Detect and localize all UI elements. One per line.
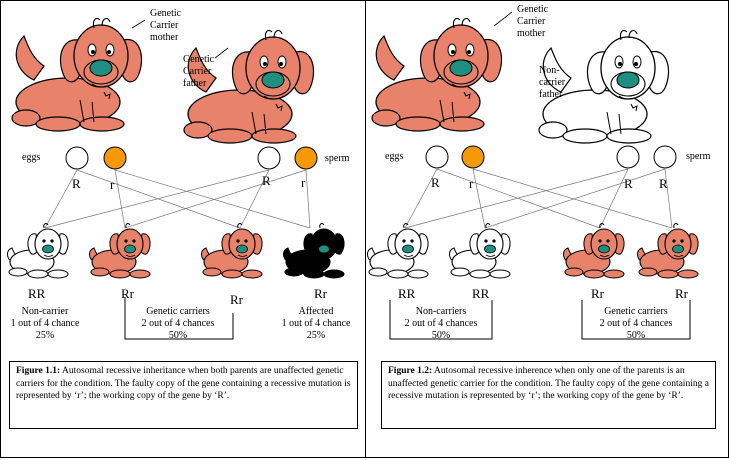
- egg-allele-1: R: [72, 176, 81, 191]
- egg-recessive-right: [461, 145, 485, 169]
- sperm-allele-1: R: [262, 173, 271, 188]
- eggs-label-right: eggs: [385, 151, 404, 162]
- caption-text: Autosomal recessive inheritance when bot…: [16, 366, 351, 401]
- cross-lines-left: [44, 169, 311, 229]
- mother-pointer-right: [493, 11, 513, 27]
- pup-carrier-right-2: [636, 223, 699, 279]
- sperm-dominant: [257, 146, 281, 170]
- genotype-2: Rr: [121, 286, 134, 301]
- genotype-1: RR: [28, 286, 46, 301]
- pup-carrier-1: [88, 223, 151, 279]
- egg-allele-2: r: [110, 177, 115, 192]
- carrier-bracket-right: [581, 300, 691, 340]
- egg-allele-right-2: r: [469, 176, 474, 191]
- egg-recessive: [103, 146, 127, 170]
- caption-label: Figure 1.1:: [16, 366, 61, 376]
- dog-mother-carrier-right: [371, 17, 503, 132]
- caption-text-right: Autosomal recessive inherence when only …: [388, 366, 709, 401]
- genotype-right-4: Rr: [675, 286, 688, 301]
- sperm-dominant-right-1: [616, 145, 640, 169]
- cross-lines-right: [404, 168, 673, 229]
- figure-caption-2: Figure 1.2: Autosomal recessive inherenc…: [381, 361, 716, 429]
- genotype-right-1: RR: [398, 286, 416, 301]
- genotype-3: Rr: [230, 292, 243, 307]
- pup-carrier-right-1: [562, 223, 625, 279]
- genotype-4: Rr: [314, 286, 327, 301]
- caption-label-right: Figure 1.2:: [388, 366, 433, 376]
- sperm-allele-2: r: [301, 175, 306, 190]
- genotype-right-3: Rr: [591, 286, 604, 301]
- pup-affected: [282, 223, 345, 279]
- dog-mother-carrier: [11, 17, 143, 132]
- sperm-label: sperm: [325, 153, 350, 164]
- carrier-bracket-left: [124, 297, 234, 340]
- pup-noncarrier-right-2: [448, 223, 511, 279]
- father-pointer: [214, 47, 229, 59]
- egg-dominant-right: [425, 145, 449, 169]
- sperm-allele-right-2: R: [659, 176, 668, 191]
- mother-pointer: [131, 19, 146, 29]
- genotype-right-2: RR: [472, 286, 490, 301]
- pup-noncarrier-right-1: [366, 223, 429, 279]
- eggs-label: eggs: [22, 152, 41, 163]
- egg-allele-right-1: R: [431, 175, 440, 190]
- sperm-recessive: [294, 146, 318, 170]
- noncarrier-bracket-right: [389, 300, 493, 340]
- sperm-dominant-right-2: [653, 145, 677, 169]
- figure-caption-1: Figure 1.1: Autosomal recessive inherita…: [9, 361, 358, 429]
- pup-noncarrier: [6, 223, 69, 279]
- sperm-label-right: sperm: [686, 151, 711, 162]
- pup-carrier-2: [200, 223, 263, 279]
- egg-dominant: [65, 146, 89, 170]
- sperm-allele-right-1: R: [624, 176, 633, 191]
